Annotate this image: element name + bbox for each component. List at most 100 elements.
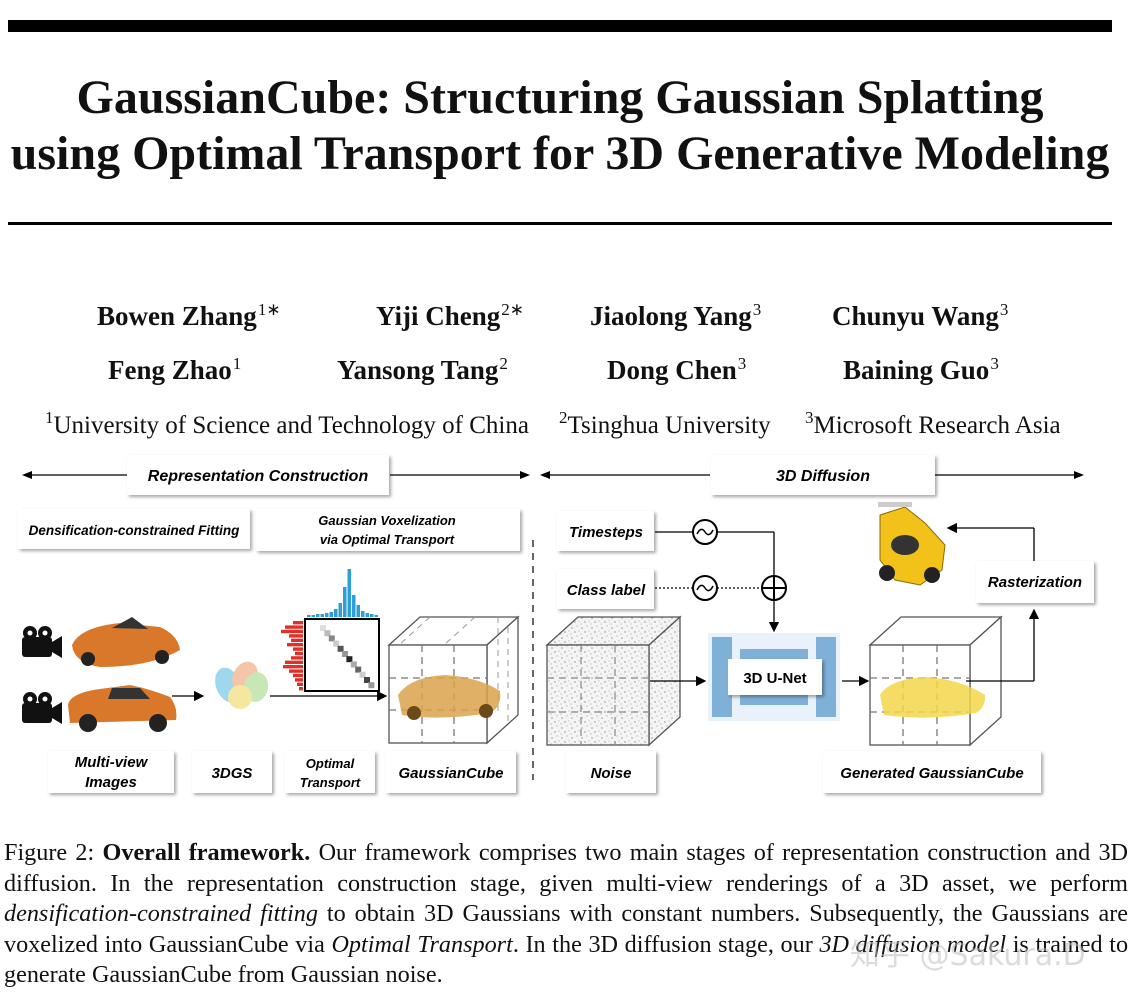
label-unet: 3D U-Net [743,670,806,687]
caption-text-3: . In the 3D diffusion stage, our [512,930,813,958]
blue-histogram-bar [347,569,351,617]
ot-matrix-cell [364,677,370,683]
blue-histogram-bar [329,612,333,617]
title-line-2: using Optimal Transport for 3D Generativ… [10,127,1110,180]
label-ot-2: Transport [300,775,361,790]
author-jiaolong-yang: Jiaolong Yang3 [590,300,762,331]
gaussiancube-cube [387,615,520,745]
red-histogram-bar [285,625,303,629]
caption-text-1: Our framework comprises two main stages … [4,839,1129,897]
caption-fig-label: Figure 2: [4,839,95,866]
ot-matrix-cell [342,651,348,657]
ot-matrix-cell [359,671,366,678]
label-gaussiancube: GaussianCube [398,765,503,782]
affiliation-tsinghua: 2Tsinghua University [559,408,771,439]
label-ot-1: Optimal [306,756,355,771]
affiliation-ustc: 1University of Science and Technology of… [45,408,529,439]
label-timesteps: Timesteps [569,524,643,541]
red-histogram-bar [291,656,303,660]
top-rule [8,20,1112,32]
caption-em-1: densification-constrained fitting [4,900,318,928]
red-histogram-bar [293,647,303,651]
author-feng-zhao: Feng Zhao1 [108,354,242,385]
rendered-car-image [878,502,946,586]
author-yiji-cheng: Yiji Cheng2∗ [376,300,525,331]
ot-matrix-cell [350,661,357,668]
red-histogram-bar [283,665,303,669]
blue-histogram-bar [361,611,365,617]
camera-icon [22,626,62,658]
watermark: 知乎 @Sakura.D [850,938,1086,973]
affiliation-msra: 3Microsoft Research Asia [805,408,1061,439]
red-histogram-bar [293,673,303,678]
label-3dgs: 3DGS [212,765,253,782]
blue-histogram-bar [311,615,315,617]
caption-em-3: 3D diffusion model [819,930,1007,958]
red-histogram-bar [289,634,303,638]
caption-bold: Overall framework. [102,839,311,866]
title-line-1: GaussianCube: Structuring Gaussian Splat… [76,71,1044,124]
caption-em-2: Optimal Transport [331,930,513,958]
blue-histogram-bar [370,614,374,617]
ot-matrix-cell [328,635,335,642]
label-class: Class label [567,582,646,599]
red-histogram-bar [295,678,303,682]
input-car-image [68,685,177,732]
author-bowen-zhang: Bowen Zhang1∗ [97,300,281,331]
input-car-image [72,617,180,667]
red-histogram-bar [297,682,303,686]
blue-histogram-bar [352,595,356,617]
red-histogram-bar [281,629,303,634]
red-histogram-bar [293,621,303,625]
blue-histogram-bar [334,609,338,617]
author-baining-guo: Baining Guo3 [843,354,999,385]
camera-icon [22,692,62,724]
ot-matrix-cell [346,656,353,663]
framework-figure: Representation Construction 3D Diffusion… [18,455,1094,793]
red-histogram-bar [285,660,303,664]
red-histogram-bar [291,638,303,642]
stage-label-representation: Representation Construction [148,468,369,485]
label-rasterization: Rasterization [988,574,1082,591]
blue-histogram-bar [356,605,360,617]
label-voxelization-1: Gaussian Voxelization [318,513,456,528]
stage-label-diffusion: 3D Diffusion [776,468,870,485]
blue-histogram-bar [316,614,320,617]
red-histogram-bar [299,687,303,691]
ot-matrix-cell [355,666,362,673]
author-yansong-tang: Yansong Tang2 [337,354,508,385]
label-voxelization-2: via Optimal Transport [320,532,455,547]
red-histogram-bar [295,651,303,656]
blue-histogram-bar [338,603,342,617]
label-multiview-1: Multi-view [75,754,149,771]
red-histogram-bar [287,643,303,647]
blue-histogram-bar [307,615,311,617]
ot-matrix-cell [337,645,344,652]
ot-matrix-cell [333,640,340,647]
generated-gaussiancube-cube [868,615,1003,747]
label-noise: Noise [591,765,632,782]
paper-title: GaussianCube: Structuring Gaussian Splat… [0,70,1120,182]
3dgs-gaussians-image [215,661,269,709]
unet-block [708,633,840,721]
label-generated-gaussiancube: Generated GaussianCube [840,765,1023,782]
figure-caption: Figure 2: Overall framework. Our framewo… [4,838,1128,991]
ot-matrix-cell [320,625,326,631]
blue-histogram-bar [365,613,369,617]
blue-histogram-bar [320,614,324,617]
caption-text-4: is trained to generate GaussianCube from… [4,930,1129,989]
label-densification: Densification-constrained Fitting [29,523,241,538]
optimal-transport-plot [281,569,380,692]
stage-arrow-diffusion [540,471,1084,479]
author-dong-chen: Dong Chen3 [607,354,747,385]
stage-arrow-representation [22,471,530,479]
blue-histogram-bar [374,615,378,617]
author-chunyu-wang: Chunyu Wang3 [832,300,1009,331]
blue-histogram-bar [343,587,347,617]
title-rule [8,222,1112,225]
caption-text-2: to obtain 3D Gaussians with constant num… [4,900,1129,958]
red-histogram-bar [289,669,303,673]
ot-matrix-cell [368,682,375,689]
label-multiview-2: Images [85,774,137,791]
blue-histogram-bar [325,613,329,617]
